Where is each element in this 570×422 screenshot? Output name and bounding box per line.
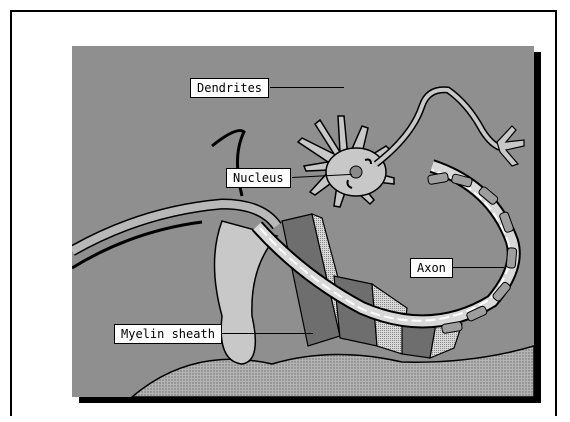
label-axon: Axon [410,258,453,278]
dendrites-leader [270,87,344,88]
neuron-diagram: Dendrites Nucleus Axon Myelin sheath [72,46,534,397]
label-nucleus: Nucleus [226,168,291,188]
tissue-base [132,346,534,397]
axon-leader [452,267,504,268]
myelin-leader [213,333,313,334]
label-dendrites: Dendrites [190,78,269,98]
myelin-sheath [282,214,462,358]
axon-terminal [497,126,524,166]
neuron-illustration [72,46,534,397]
label-myelin-sheath: Myelin sheath [114,324,222,344]
